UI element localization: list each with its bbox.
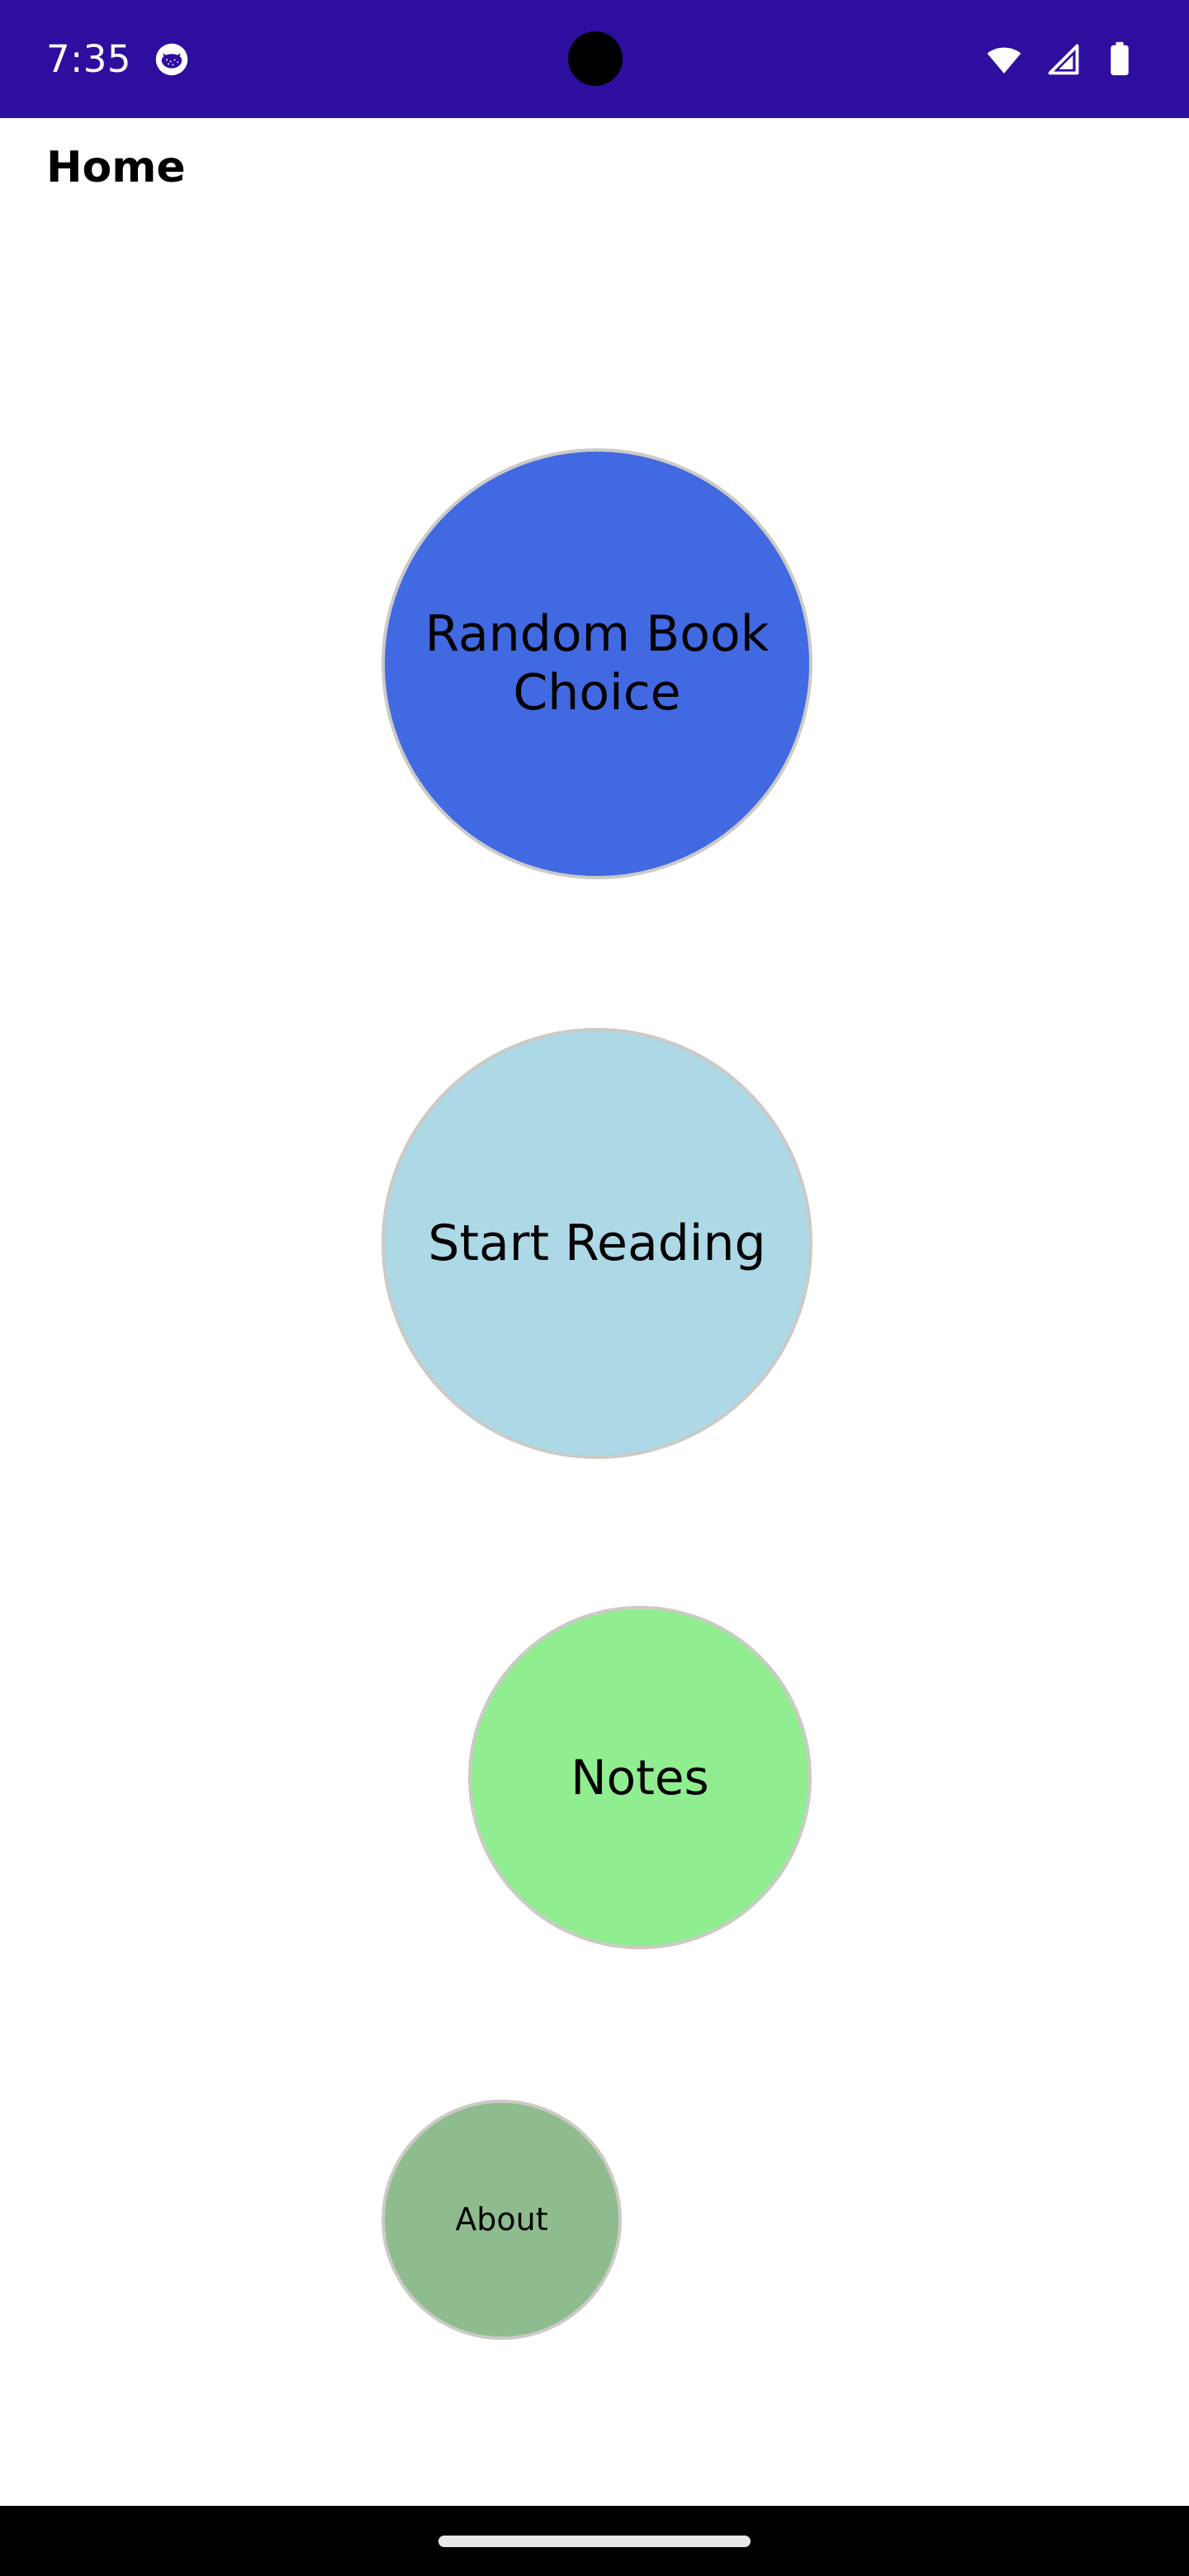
notification-app-icon [154,42,189,77]
about-label: About [455,2201,548,2238]
notes-label: Notes [571,1749,709,1806]
notes-button[interactable]: Notes [468,1606,812,1949]
random-book-choice-label: Random Book Choice [424,605,770,722]
home-gesture-pill[interactable] [438,2535,751,2547]
random-book-choice-button[interactable]: Random Book Choice [381,448,812,879]
status-bar: 7:35 [0,0,1189,118]
start-reading-label: Start Reading [428,1214,766,1272]
main-content: Random Book Choice Start Reading Notes A… [0,217,1189,2506]
status-bar-right-group [984,40,1136,79]
cellular-signal-icon [1045,41,1082,78]
page-title: Home [46,143,186,192]
app-bar: Home [0,118,1189,217]
wifi-icon [984,40,1024,79]
about-button[interactable]: About [381,2100,622,2340]
battery-icon [1103,40,1136,78]
system-navigation-bar [0,2506,1189,2576]
status-bar-left-group: 7:35 [46,40,189,78]
camera-punch-hole [568,31,623,86]
status-bar-clock: 7:35 [46,37,132,81]
start-reading-button[interactable]: Start Reading [381,1028,812,1459]
